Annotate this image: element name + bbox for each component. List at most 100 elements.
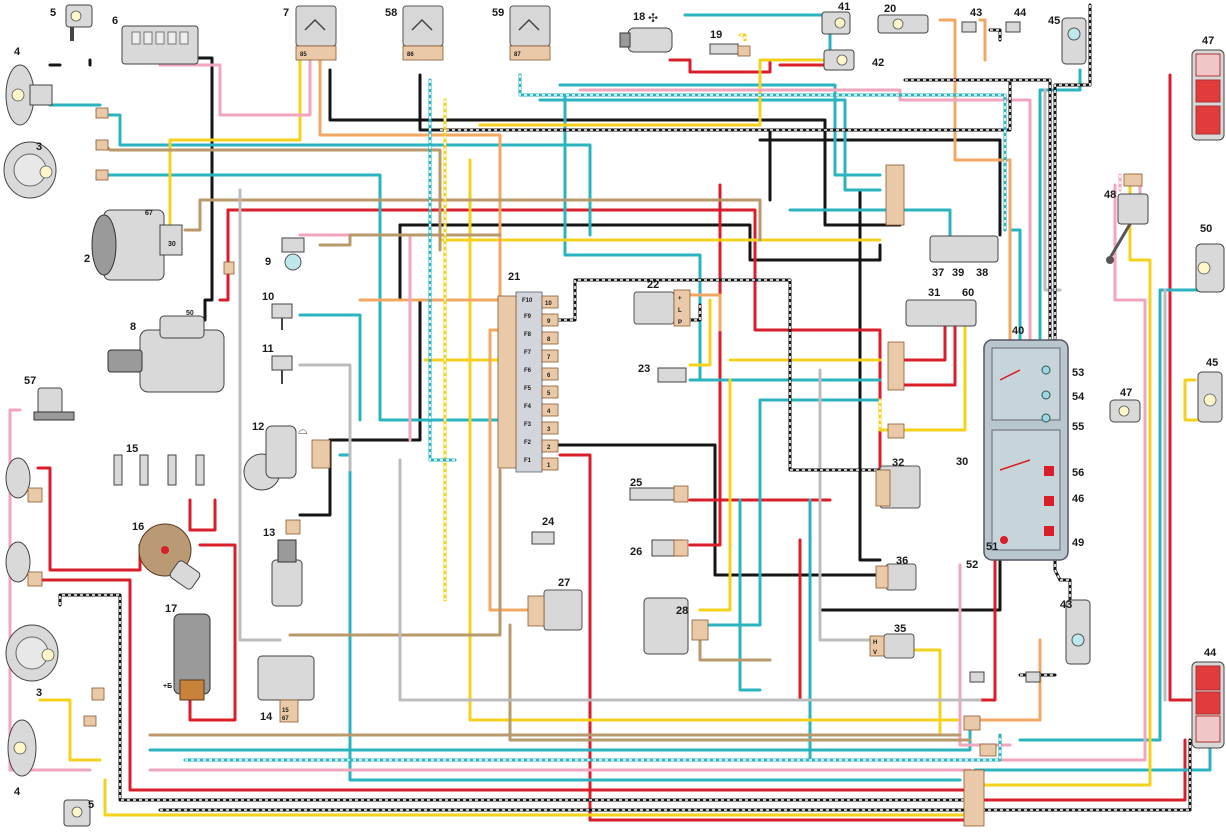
fuse-out-4: 4 [547,409,551,415]
relay-22: + L P 22 [633,279,691,327]
turn-lamp-left-lower [5,541,43,587]
fuse-out-2: 2 [547,445,551,451]
lamp-45-bottom: 43 [1060,599,1091,665]
label-47-bottom: 44 [1204,647,1217,659]
fuse-f5: F5 [524,386,532,392]
relay-7: 85 7 [283,5,337,61]
label-38: 38 [976,267,988,279]
sensor-10: 10 [262,291,293,330]
label-8: 8 [130,321,136,333]
rear-lamp-47-top: 47 [1191,35,1225,141]
lamp-49: 50 [1195,223,1225,293]
orange-wires [318,18,1042,722]
label-35: 51 [986,541,998,553]
fuse-out-9: 9 [547,319,551,325]
module-28: 28 [643,597,709,655]
label-17: 17 [165,603,177,615]
voltage-regulator-14: 15 67 14 [257,655,315,723]
generator-2: 67 30 2 [84,209,183,281]
label-58: 58 [385,7,397,19]
label-46: 48 [1104,189,1116,201]
label-23: 23 [638,363,650,375]
relay-58: 86 58 [385,5,444,61]
label-50: 47 [1120,387,1132,399]
sensor-9: 9 [265,237,305,271]
gen-terminal-30: 30 [168,241,176,248]
label-10: 10 [262,291,274,303]
label-27: 27 [558,577,570,589]
label-13: 13 [263,527,275,539]
label-56: 49 [1072,537,1084,549]
label-34: 32 [892,457,904,469]
fuse-out-8: 8 [547,337,551,343]
fuse-f8: F8 [524,332,532,338]
label-31: 31 [928,287,940,299]
fuse-f3: F3 [524,422,532,428]
gray-wires [238,88,1167,702]
label-33: 36 [896,555,908,567]
relay32-pin-h: H [873,640,877,646]
headlamp-3-top: 3 [3,141,57,199]
fuse-f10: F10 [522,298,533,304]
label-59: 59 [492,7,504,19]
label-24: 24 [542,516,555,528]
label-54: 56 [1072,467,1084,479]
sensor-24: 24 [531,516,555,545]
label-36: 30 [956,456,968,468]
label-18: 18 [633,11,645,23]
resistor-19: 19 [709,29,739,55]
label-25: 25 [630,477,642,489]
fuse-f2: F2 [524,440,532,446]
fuse-f6: F6 [524,368,532,374]
reg-pin-67: 67 [282,716,289,722]
instrument-cluster-40: 40 30 51 52 53 54 55 56 46 49 [956,325,1085,571]
relay22-pin-l: L [678,308,682,314]
lamp-43-top: 43 [961,7,982,33]
spark-plugs-15: 15 [113,443,205,486]
headlamp-3-bottom: 3 [5,624,59,699]
heater-motor-18: ✣ 18 [619,11,673,53]
label-9: 9 [265,256,271,268]
connector-stack-bottom [963,715,997,827]
relay-59: 87 59 [492,5,551,61]
fuse-labels: F10 F9 F8 F7 F6 F5 F4 F3 F2 F1 [522,298,533,464]
fuse-out-1: 1 [547,463,551,469]
connector-stack-upper [885,164,905,226]
striped-wires [58,3,1192,812]
relay-27: 27 [527,577,583,631]
label-22: 22 [647,279,659,291]
sensor-57: 57 [24,375,75,421]
label-3-top: 3 [36,141,42,153]
lamp-48: 45 [1197,357,1223,423]
wire-harness [8,3,1212,822]
fuse-out-3: 3 [547,427,551,433]
relay-32: H V 35 [869,623,915,659]
lamp-20: 20 [877,3,929,34]
label-57: 57 [24,375,36,387]
label-48: 45 [1206,357,1218,369]
label-45-bottom: 43 [1060,599,1072,611]
sensor-5-top: 5 [50,4,93,41]
label-51: 53 [1072,367,1084,379]
relay32-pin-v: V [873,650,877,656]
lamp-43-bottom [969,671,985,683]
label-11: 11 [262,343,274,355]
coil-terminal-plus: +Б [163,683,172,690]
reg-pin-15: 15 [282,708,289,714]
connector-stack-mid [887,341,905,439]
label-60: 60 [962,287,974,299]
label-12: 12 [252,421,264,433]
label-44-top: 44 [1014,7,1027,19]
label-52: 54 [1072,391,1085,403]
fuse-outputs: 10 9 8 7 6 5 4 3 2 1 [541,295,559,471]
starter-terminal-50: 50 [186,310,194,317]
switch-block-31-60: 31 60 [905,287,977,327]
label-55: 46 [1072,493,1084,505]
gen-terminal-67: 67 [145,210,153,217]
label-16: 16 [132,521,144,533]
label-21: 21 [508,271,520,283]
side-marker-lamp-4-bottom: 4 [7,719,37,798]
label-45-top: 45 [1048,15,1060,27]
relay-58-pins: 86 [407,52,414,58]
sensor-23: 23 [638,363,687,383]
